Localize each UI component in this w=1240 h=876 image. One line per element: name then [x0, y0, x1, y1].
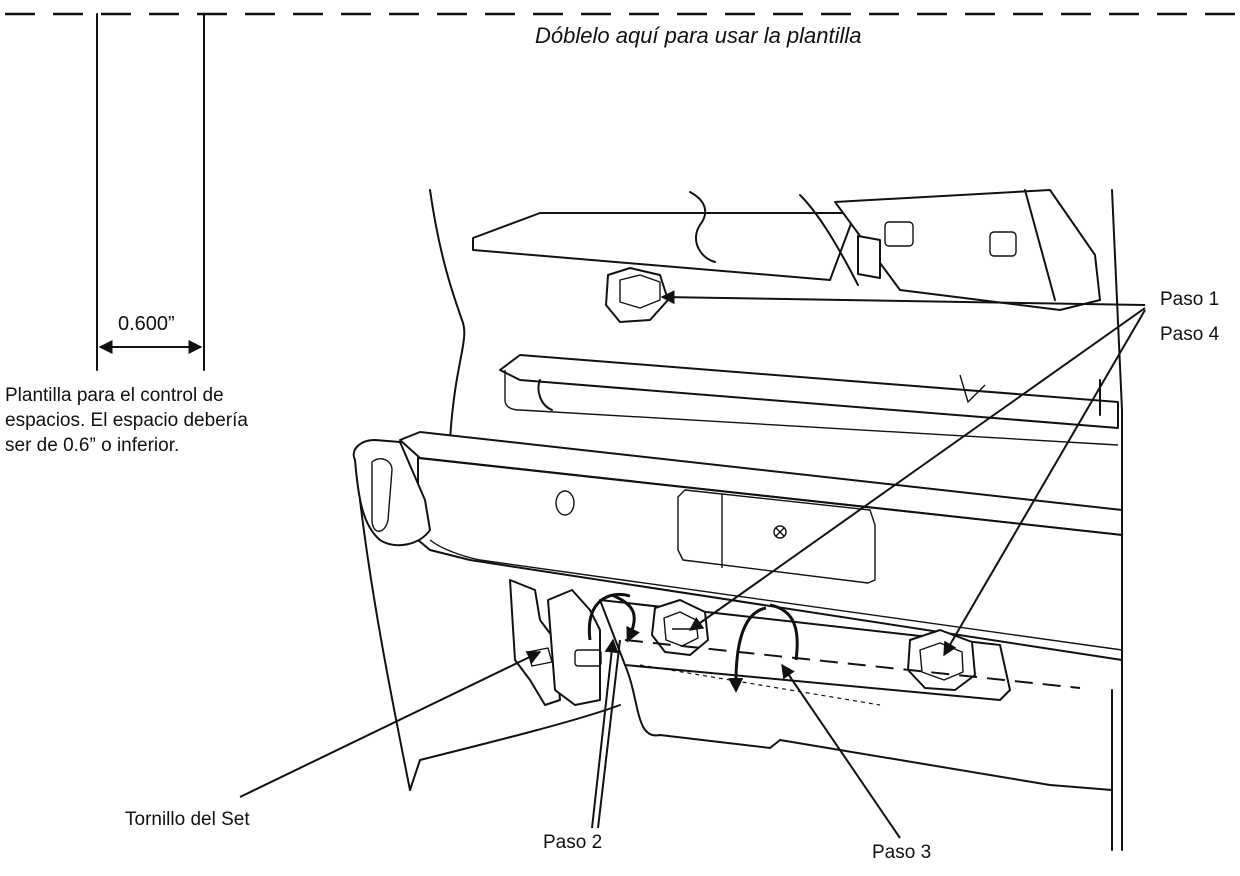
svg-text:Paso 2: Paso 2 [543, 832, 602, 853]
printhead-mechanism-illustration [352, 189, 1123, 851]
hex-nut-icon [907, 629, 976, 691]
gauge-description: Plantilla para el control de espacios. E… [5, 385, 253, 456]
rotation-arrow-icon [769, 603, 799, 661]
callout-paso-1-4: Paso 1 Paso 4 [660, 289, 1220, 657]
rotation-arrow-icon [728, 606, 767, 693]
svg-text:Paso 3: Paso 3 [872, 842, 931, 863]
callout-paso-2: Paso 2 [543, 638, 621, 853]
fold-caption: Dóblelo aquí para usar la plantilla [535, 23, 862, 48]
callout-paso-1: Paso 1 [1160, 289, 1219, 310]
svg-text:Tornillo del Set: Tornillo del Set [125, 809, 250, 830]
rotation-arrow-icon [587, 592, 631, 641]
gauge-dimension: 0.600” [118, 313, 175, 335]
gap-gauge-template: 0.600” [96, 13, 205, 371]
callout-paso-3: Paso 3 [781, 663, 931, 863]
rotation-arrow-icon [611, 593, 640, 643]
callout-paso-4: Paso 4 [1160, 324, 1220, 345]
hex-nut-icon [651, 599, 709, 656]
callout-tornillo-del-set: Tornillo del Set [125, 651, 542, 830]
